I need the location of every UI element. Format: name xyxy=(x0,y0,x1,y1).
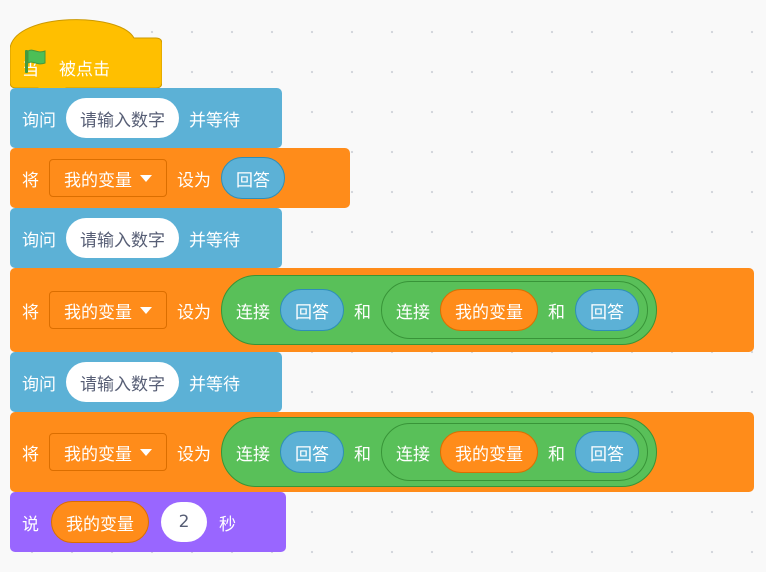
variable-dropdown[interactable]: 我的变量 xyxy=(49,433,167,471)
answer-reporter[interactable]: 回答 xyxy=(575,431,639,473)
question-input[interactable]: 请输入数字 xyxy=(66,362,179,402)
chevron-down-icon xyxy=(140,306,152,314)
set-variable-block[interactable]: 将 我的变量 设为 连接 回答 和 连接 我的变量 和 回答 xyxy=(10,268,754,352)
join-label: 连接 xyxy=(236,302,270,323)
join-reporter-nested[interactable]: 连接 我的变量 和 回答 xyxy=(381,423,648,481)
wait-label: 并等待 xyxy=(189,374,240,395)
set-label: 将 xyxy=(22,170,39,191)
say-for-secs-block[interactable]: 说 我的变量 2 秒 xyxy=(10,492,286,552)
seconds-unit-label: 秒 xyxy=(219,514,236,535)
wait-label: 并等待 xyxy=(189,110,240,131)
set-label: 将 xyxy=(22,302,39,323)
ask-and-wait-block[interactable]: 询问 请输入数字 并等待 xyxy=(10,208,282,268)
answer-reporter[interactable]: 回答 xyxy=(575,289,639,331)
answer-reporter[interactable]: 回答 xyxy=(221,157,285,199)
and-label: 和 xyxy=(548,302,565,323)
join-reporter[interactable]: 连接 回答 和 连接 我的变量 和 回答 xyxy=(221,275,657,345)
ask-label: 询问 xyxy=(22,110,56,131)
set-variable-block[interactable]: 将 我的变量 设为 连接 回答 和 连接 我的变量 和 回答 xyxy=(10,412,754,492)
chevron-down-icon xyxy=(140,448,152,456)
variable-dropdown[interactable]: 我的变量 xyxy=(49,291,167,329)
join-reporter-nested[interactable]: 连接 我的变量 和 回答 xyxy=(381,281,648,339)
join-reporter[interactable]: 连接 回答 和 连接 我的变量 和 回答 xyxy=(221,417,657,487)
say-label: 说 xyxy=(22,514,39,535)
when-flag-clicked-block[interactable]: 当 被点击 xyxy=(10,10,162,88)
ask-label: 询问 xyxy=(22,374,56,395)
chevron-down-icon xyxy=(140,174,152,182)
to-label: 设为 xyxy=(177,444,211,465)
question-input[interactable]: 请输入数字 xyxy=(66,218,179,258)
set-variable-block[interactable]: 将 我的变量 设为 回答 xyxy=(10,148,350,208)
answer-reporter[interactable]: 回答 xyxy=(280,431,344,473)
question-input[interactable]: 请输入数字 xyxy=(66,98,179,138)
variable-reporter[interactable]: 我的变量 xyxy=(440,289,538,331)
and-label: 和 xyxy=(354,444,371,465)
join-label: 连接 xyxy=(396,302,430,323)
ask-label: 询问 xyxy=(22,230,56,251)
to-label: 设为 xyxy=(177,170,211,191)
variable-reporter[interactable]: 我的变量 xyxy=(51,501,149,543)
join-label: 连接 xyxy=(236,444,270,465)
variable-name: 我的变量 xyxy=(64,302,132,323)
answer-reporter[interactable]: 回答 xyxy=(280,289,344,331)
seconds-input[interactable]: 2 xyxy=(161,502,207,542)
join-label: 连接 xyxy=(396,444,430,465)
variable-name: 我的变量 xyxy=(64,170,132,191)
variable-reporter[interactable]: 我的变量 xyxy=(440,431,538,473)
variable-name: 我的变量 xyxy=(64,444,132,465)
ask-and-wait-block[interactable]: 询问 请输入数字 并等待 xyxy=(10,88,282,148)
variable-dropdown[interactable]: 我的变量 xyxy=(49,159,167,197)
and-label: 和 xyxy=(548,444,565,465)
ask-and-wait-block[interactable]: 询问 请输入数字 并等待 xyxy=(10,352,282,412)
and-label: 和 xyxy=(354,302,371,323)
clicked-label: 被点击 xyxy=(59,59,110,80)
to-label: 设为 xyxy=(177,302,211,323)
set-label: 将 xyxy=(22,444,39,465)
wait-label: 并等待 xyxy=(189,230,240,251)
